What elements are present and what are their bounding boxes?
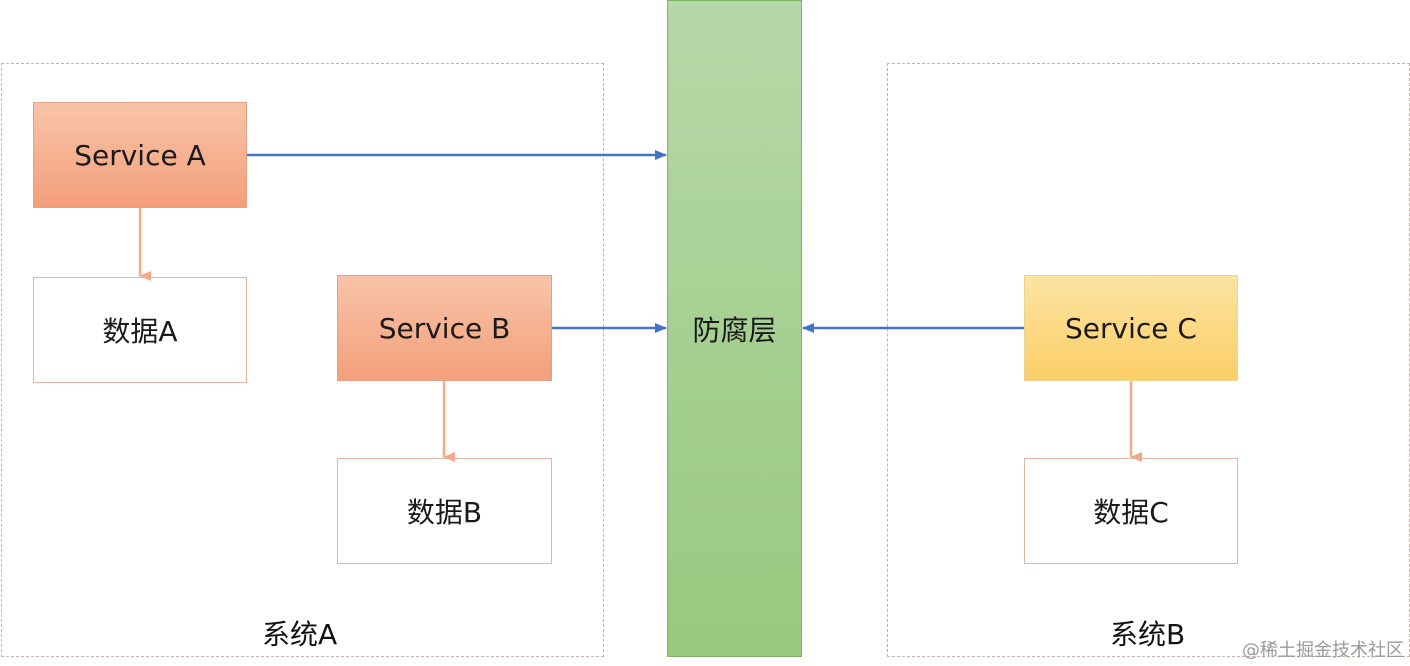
watermark: @稀土掘金技术社区 — [1242, 640, 1404, 661]
service-c-label: Service C — [1065, 311, 1197, 345]
acl-label: 防腐层 — [692, 313, 777, 347]
system-a-container — [1, 63, 604, 657]
system-b-label: 系统B — [1110, 618, 1186, 651]
data-a-box: 数据A — [33, 277, 247, 383]
service-b-label: Service B — [378, 311, 511, 345]
data-c-label: 数据C — [1093, 496, 1169, 529]
anti-corruption-layer: 防腐层 — [667, 0, 802, 657]
service-b-box: Service B — [337, 275, 552, 381]
data-a-label: 数据A — [102, 315, 178, 348]
service-c-box: Service C — [1024, 275, 1238, 381]
data-c-box: 数据C — [1024, 458, 1238, 564]
service-a-box: Service A — [33, 102, 247, 208]
data-b-box: 数据B — [337, 458, 552, 564]
system-a-label: 系统A — [262, 618, 338, 651]
service-a-label: Service A — [74, 138, 206, 172]
data-b-label: 数据B — [406, 496, 483, 529]
